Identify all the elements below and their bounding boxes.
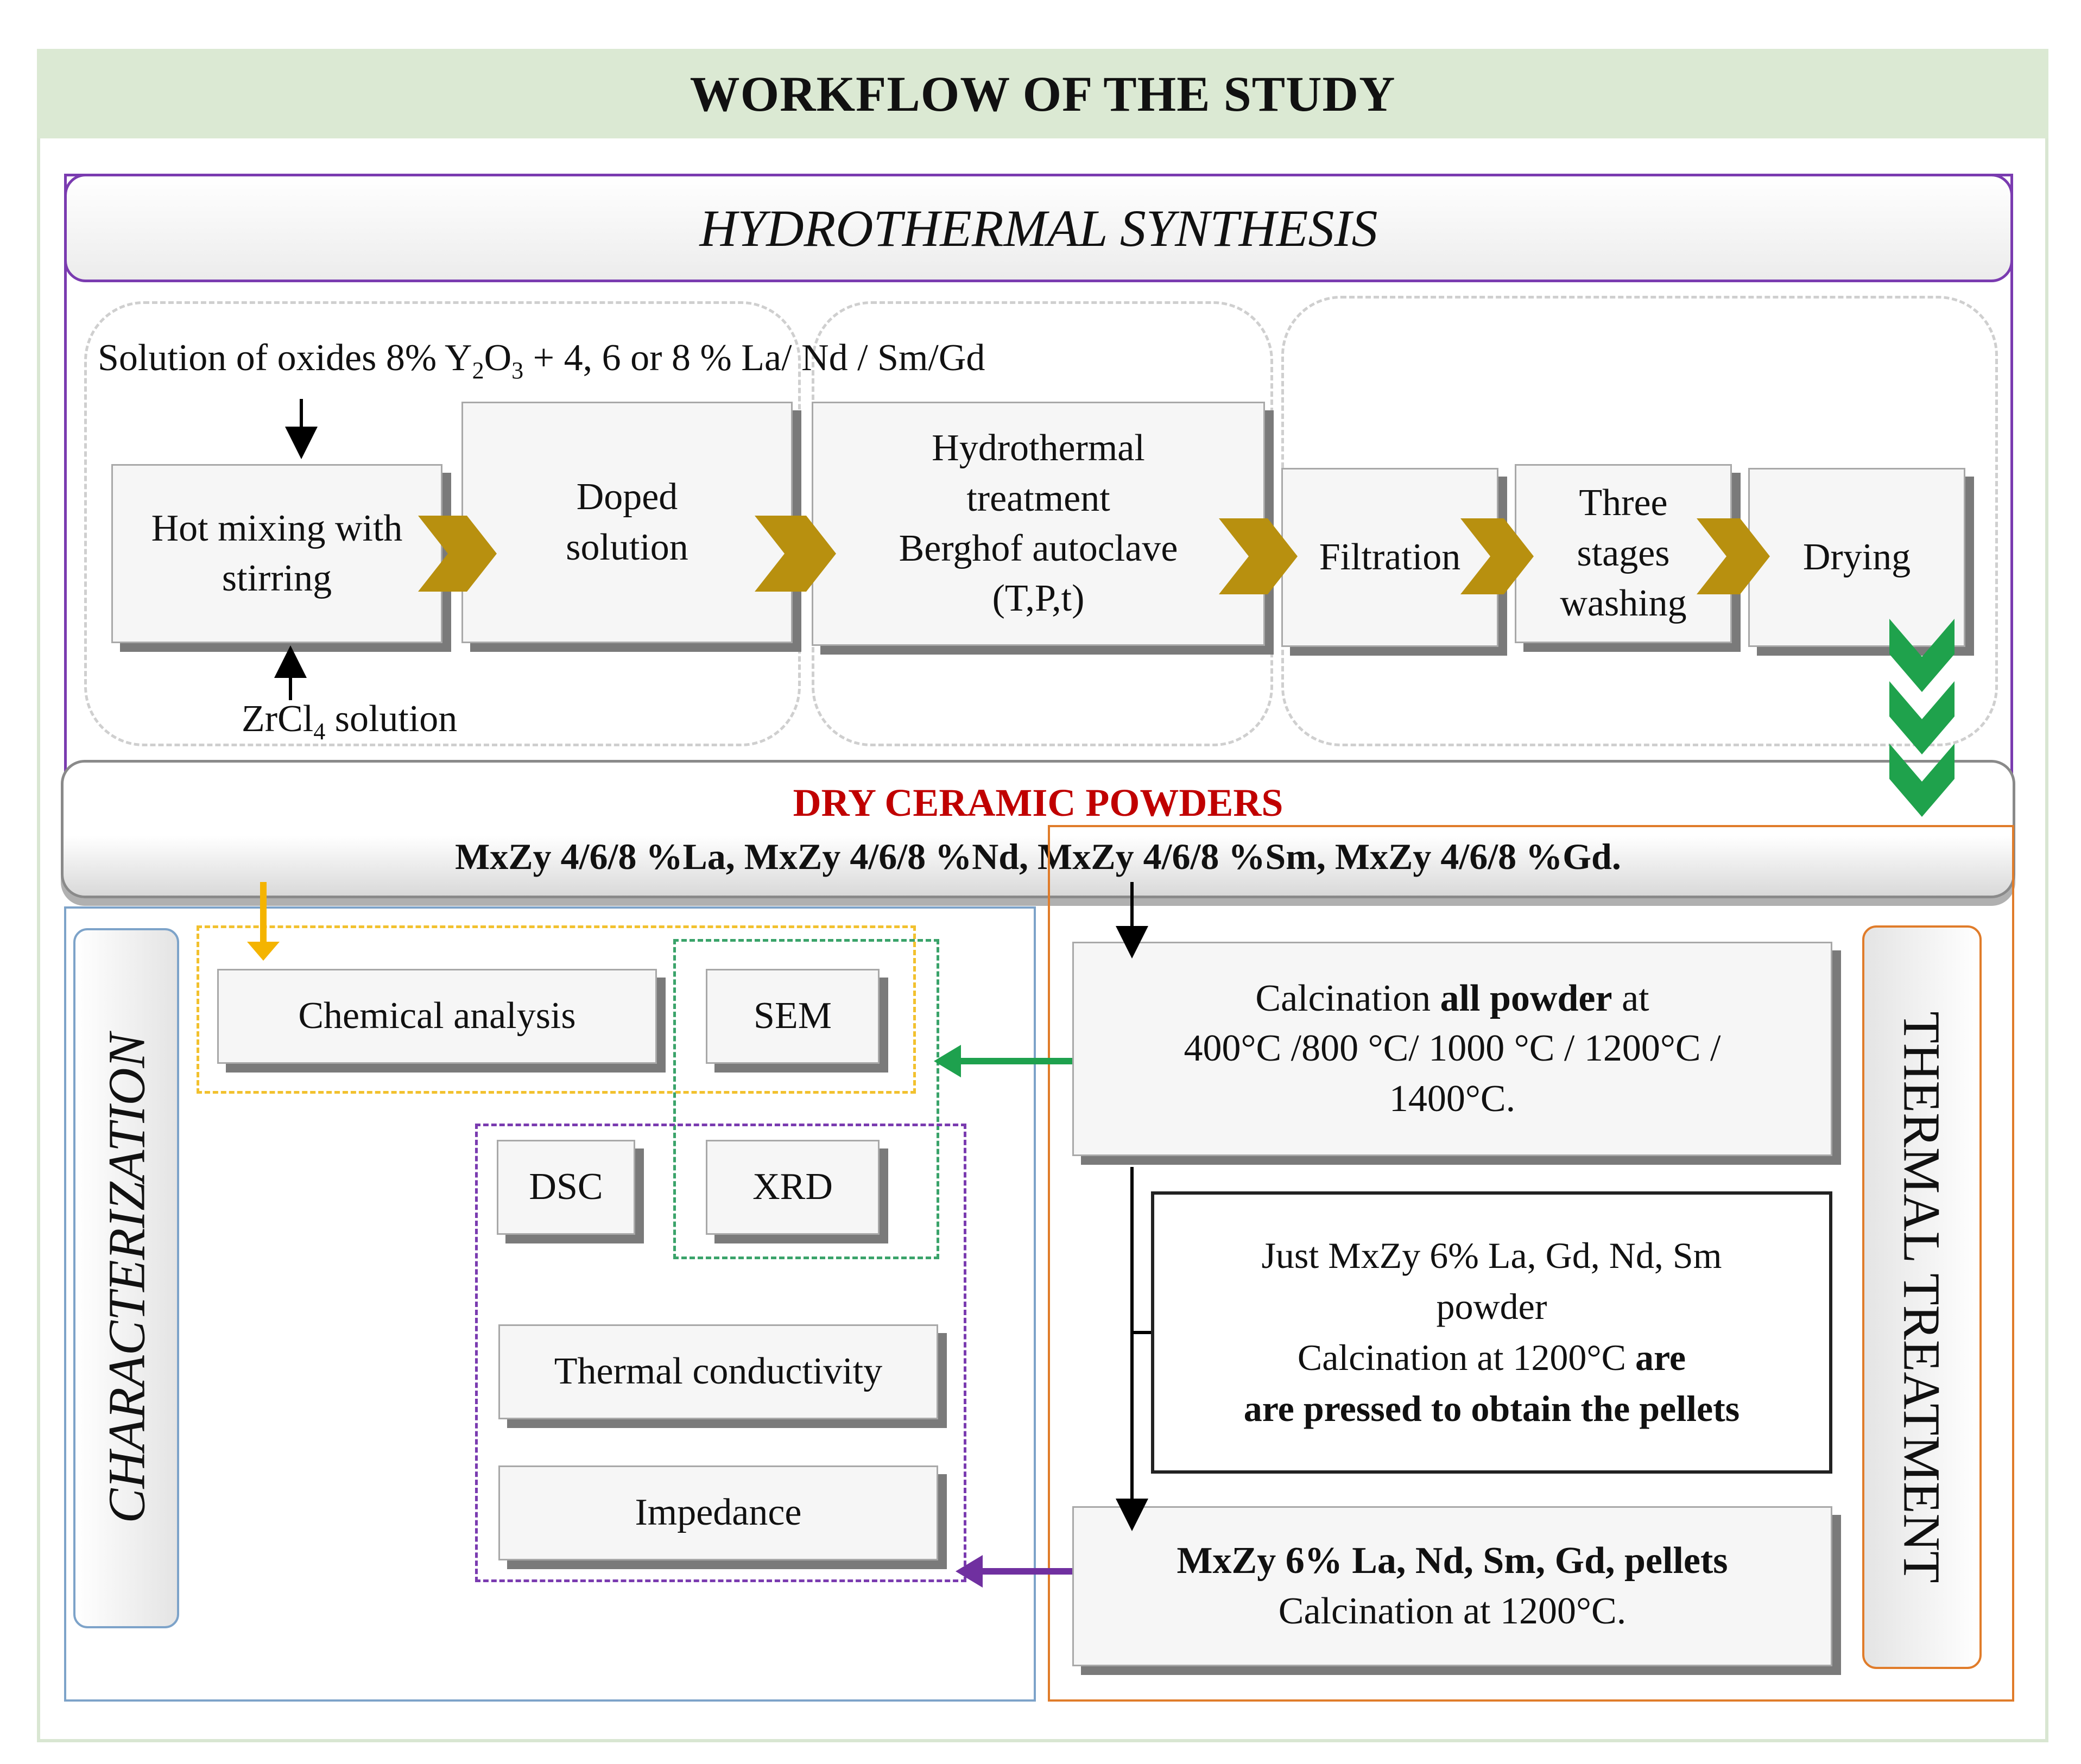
filtration-box: Filtration (1281, 468, 1498, 647)
doped-solution-box: Doped solution (461, 402, 793, 643)
chemical-analysis-box: Chemical analysis (217, 969, 657, 1064)
hot-mixing-line1: Hot mixing with (151, 507, 403, 549)
dry-ceramic-powders-banner: DRY CERAMIC POWDERS MxZy 4/6/8 %La, MxZy… (61, 760, 2015, 898)
hot-mixing-line2: stirring (222, 557, 332, 599)
characterization-label: CHARACTERIZATION (73, 928, 179, 1628)
pellet-note-line1: Just MxZy 6% La, Gd, Nd, Sm (1261, 1235, 1722, 1277)
page-title: WORKFLOW OF THE STUDY (37, 49, 2048, 138)
calcination-line1: Calcination all powder at (1255, 977, 1649, 1019)
calcination-line3: 1400°C. (1389, 1077, 1516, 1120)
sem-xrd-group (673, 939, 939, 1259)
washing-line3: washing (1560, 582, 1687, 625)
thermal-treatment-label: THERMAL TREATMENT (1862, 925, 1982, 1669)
dsc-box: DSC (497, 1140, 635, 1235)
chemical-sem-group (197, 925, 916, 1094)
hydrothermal-treatment-box: Hydrothermal treatment Berghof autoclave… (812, 402, 1265, 646)
pellet-note-line2: powder (1436, 1286, 1547, 1328)
impedance-box: Impedance (498, 1465, 938, 1560)
thermal-analysis-group (475, 1124, 966, 1582)
pellets-line2: Calcination at 1200°C. (1278, 1590, 1627, 1632)
thermal-treatment-frame (1048, 825, 2014, 1702)
pellet-note-box: Just MxZy 6% La, Gd, Nd, Sm powder Calci… (1151, 1191, 1832, 1474)
dry-powders-title: DRY CERAMIC POWDERS (793, 781, 1283, 824)
sem-box: SEM (706, 969, 880, 1064)
characterization-label-text: CHARACTERIZATION (97, 1033, 155, 1524)
synthesis-header: HYDROTHERMAL SYNTHESIS (64, 174, 2013, 282)
dry-powders-list: MxZy 4/6/8 %La, MxZy 4/6/8 %Nd, MxZy 4/6… (455, 835, 1621, 877)
doped-solution-line2: solution (566, 526, 688, 568)
pellets-box: MxZy 6% La, Nd, Sm, Gd, pellets Calcinat… (1072, 1506, 1832, 1666)
calcination-box: Calcination all powder at 400°C /800 °C/… (1072, 942, 1832, 1156)
doped-solution-line1: Doped (576, 476, 678, 518)
hydrothermal-line3: Berghof autoclave (899, 528, 1178, 569)
oxide-solution-label: Solution of oxides 8% Y2O3 + 4, 6 or 8 %… (98, 337, 985, 384)
zrcl4-solution-label: ZrCl4 solution (242, 698, 458, 745)
characterization-frame (64, 906, 1036, 1702)
thermal-conductivity-box: Thermal conductivity (498, 1324, 938, 1419)
xrd-box: XRD (706, 1140, 880, 1235)
hydrothermal-line4: (T,P,t) (992, 578, 1085, 620)
pellets-line1: MxZy 6% La, Nd, Sm, Gd, pellets (1177, 1540, 1728, 1582)
calcination-line2: 400°C /800 °C/ 1000 °C / 1200°C / (1184, 1027, 1721, 1070)
drying-box: Drying (1748, 468, 1965, 647)
washing-line1: Three (1579, 482, 1668, 524)
pellet-note-line3: Calcination at 1200°C are (1297, 1337, 1686, 1378)
washing-line2: stages (1577, 532, 1670, 574)
thermal-treatment-label-text: THERMAL TREATMENT (1893, 1011, 1951, 1583)
hot-mixing-box: Hot mixing with stirring (111, 464, 442, 643)
hydrothermal-line1: Hydrothermal (932, 427, 1145, 469)
hydrothermal-line2: treatment (966, 477, 1110, 519)
washing-box: Three stages washing (1515, 464, 1732, 643)
pellet-note-line4: are pressed to obtain the pellets (1243, 1387, 1740, 1429)
